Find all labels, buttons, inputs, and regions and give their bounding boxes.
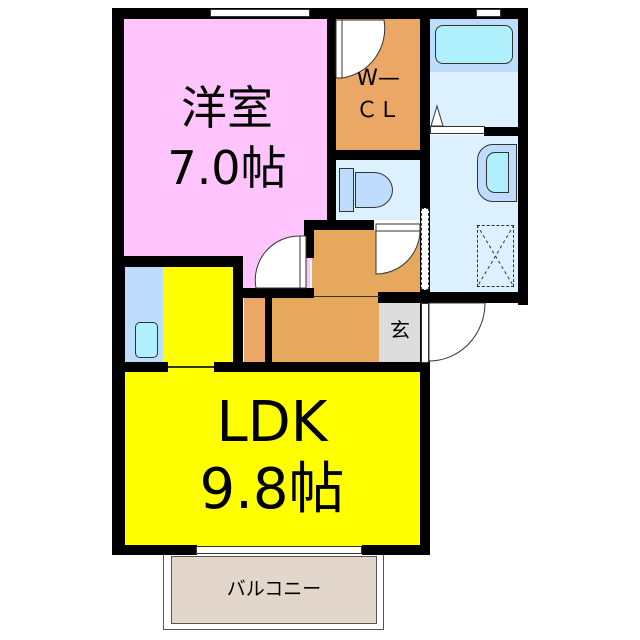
bathroom-lower bbox=[428, 72, 518, 128]
ldk-size: 9.8帖 bbox=[199, 457, 345, 522]
wall-top bbox=[112, 8, 528, 19]
wall-bottom-left bbox=[112, 545, 197, 555]
door-wcl[interactable] bbox=[335, 19, 386, 82]
genkan bbox=[379, 300, 421, 363]
wall-left-lower bbox=[112, 260, 125, 552]
wall-ldk-top-left bbox=[112, 362, 168, 372]
wall-ldk-top-right bbox=[214, 362, 430, 372]
door-entrance[interactable] bbox=[428, 302, 486, 363]
wall-shoe-right bbox=[265, 297, 272, 367]
western-room bbox=[122, 16, 330, 260]
washbasin-bowl bbox=[486, 152, 509, 193]
washing-machine-cross bbox=[476, 224, 515, 288]
toilet-bowl bbox=[355, 172, 393, 208]
balcony-label: バルコニー bbox=[226, 578, 322, 600]
kitchen-passage bbox=[163, 265, 235, 373]
wcl-label-line2: ＣＬ bbox=[355, 98, 400, 123]
ldk-label: LDK bbox=[216, 390, 328, 455]
wall-ldk-right bbox=[420, 362, 430, 552]
wall-left-upper bbox=[112, 8, 124, 268]
wall-wash-bottom bbox=[378, 292, 528, 303]
wall-bath-divider bbox=[484, 127, 520, 136]
hallway-lower bbox=[270, 297, 380, 363]
window-western bbox=[210, 9, 310, 17]
washing-machine-space bbox=[477, 225, 514, 287]
sliding-door-wash bbox=[421, 208, 429, 290]
wall-kitchen-top bbox=[112, 256, 242, 267]
kitchen-sink bbox=[135, 322, 158, 358]
ldk bbox=[122, 370, 422, 546]
hall-divider bbox=[314, 296, 380, 297]
wcl-label-line1: W— bbox=[356, 66, 400, 91]
western-room-size: 7.0帖 bbox=[167, 141, 287, 195]
door-western[interactable] bbox=[254, 235, 307, 290]
wall-pink-right bbox=[327, 16, 336, 228]
door-toilet[interactable] bbox=[375, 223, 421, 275]
wall-bottom-right bbox=[362, 545, 430, 555]
wall-pink-bottom bbox=[240, 288, 314, 298]
window-bath bbox=[476, 9, 501, 17]
bath-door bbox=[430, 126, 485, 134]
wall-wcl-bottom bbox=[330, 150, 425, 160]
genkan-label: 玄 bbox=[390, 318, 410, 342]
bath-door-mark bbox=[430, 104, 444, 127]
balcony bbox=[171, 556, 377, 624]
wall-toilet-bottom bbox=[304, 220, 374, 230]
western-room-label: 洋室 bbox=[181, 81, 273, 135]
wall-hall-left bbox=[304, 220, 314, 258]
kitchen-opening bbox=[168, 366, 214, 368]
entrance-door-frame bbox=[421, 303, 429, 363]
wall-kitchen-right bbox=[233, 256, 243, 372]
wall-right bbox=[518, 8, 528, 305]
wall-wcl-right bbox=[420, 16, 430, 363]
shoe-closet bbox=[244, 297, 268, 363]
toilet-tank bbox=[339, 168, 354, 212]
bathtub bbox=[435, 25, 513, 64]
window-ldk bbox=[196, 546, 362, 554]
